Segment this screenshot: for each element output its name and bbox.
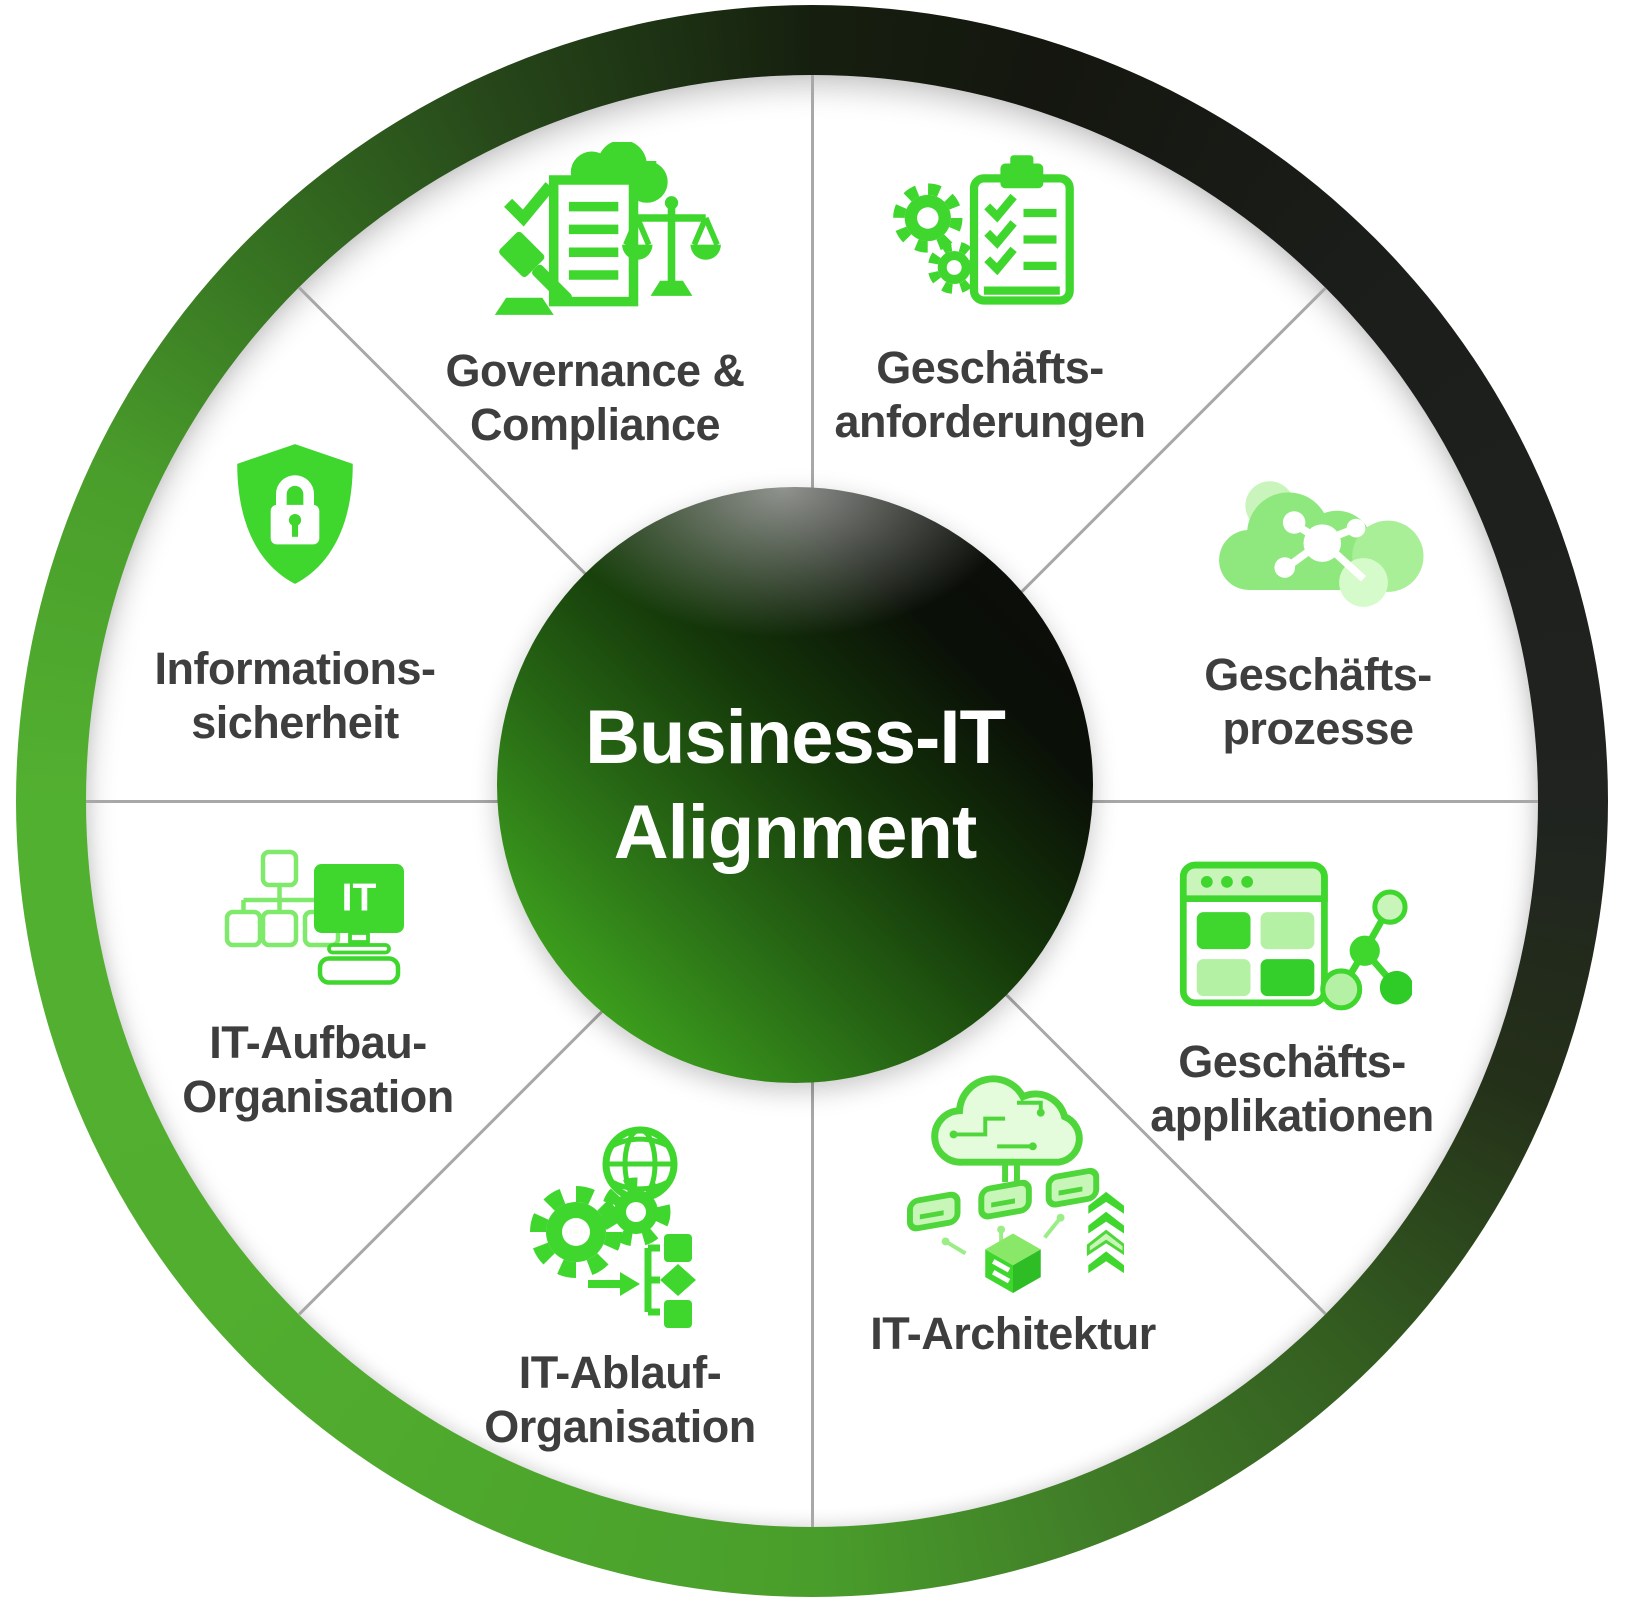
it-monitor-text: IT — [341, 877, 376, 920]
segment-label: IT-Architektur — [870, 1308, 1156, 1359]
org-chart-it-monitor-icon: IT — [224, 849, 404, 985]
segment-geschaeftsapplikationen: Geschäfts- applikationen — [1062, 855, 1522, 1143]
segment-geschaeftsprozesse: Geschäfts- prozesse — [1088, 470, 1548, 756]
cloud-servers-icon — [906, 1075, 1124, 1293]
segment-label: Geschäfts- applikationen — [1150, 1036, 1434, 1141]
segment-label: IT-Aufbau- Organisation — [182, 1017, 454, 1122]
segment-governance-compliance: Governance & Compliance — [365, 142, 825, 452]
segment-it-architektur: IT-Architektur — [783, 1075, 1243, 1361]
cloud-network-icon — [1218, 481, 1423, 607]
segment-informationssicherheit: Informations- sicherheit — [65, 438, 525, 750]
center-circle: Business-IT Alignment — [497, 487, 1093, 1083]
gears-flowchart-globe-icon — [530, 1126, 696, 1328]
segment-label: Geschäfts- prozesse — [1204, 649, 1432, 754]
segment-geschaeftsanforderungen: Geschäfts- anforderungen — [760, 152, 1220, 449]
segment-it-aufbau-organisation: IT IT-Aufbau- Organisation — [88, 842, 548, 1124]
law-scales-document-icon — [494, 142, 721, 315]
segment-label: Governance & Compliance — [445, 345, 745, 450]
center-title: Business-IT Alignment — [585, 695, 1006, 875]
shield-lock-icon — [237, 444, 353, 584]
segment-label: Geschäfts- anforderungen — [834, 342, 1146, 447]
clipboard-gears-icon — [892, 155, 1074, 305]
segment-label: Informations- sicherheit — [154, 643, 437, 748]
segment-it-ablauf-organisation: IT-Ablauf- Organisation — [390, 1120, 850, 1454]
segment-label: IT-Ablauf- Organisation — [484, 1347, 756, 1452]
app-window-graph-icon — [1179, 861, 1412, 1011]
